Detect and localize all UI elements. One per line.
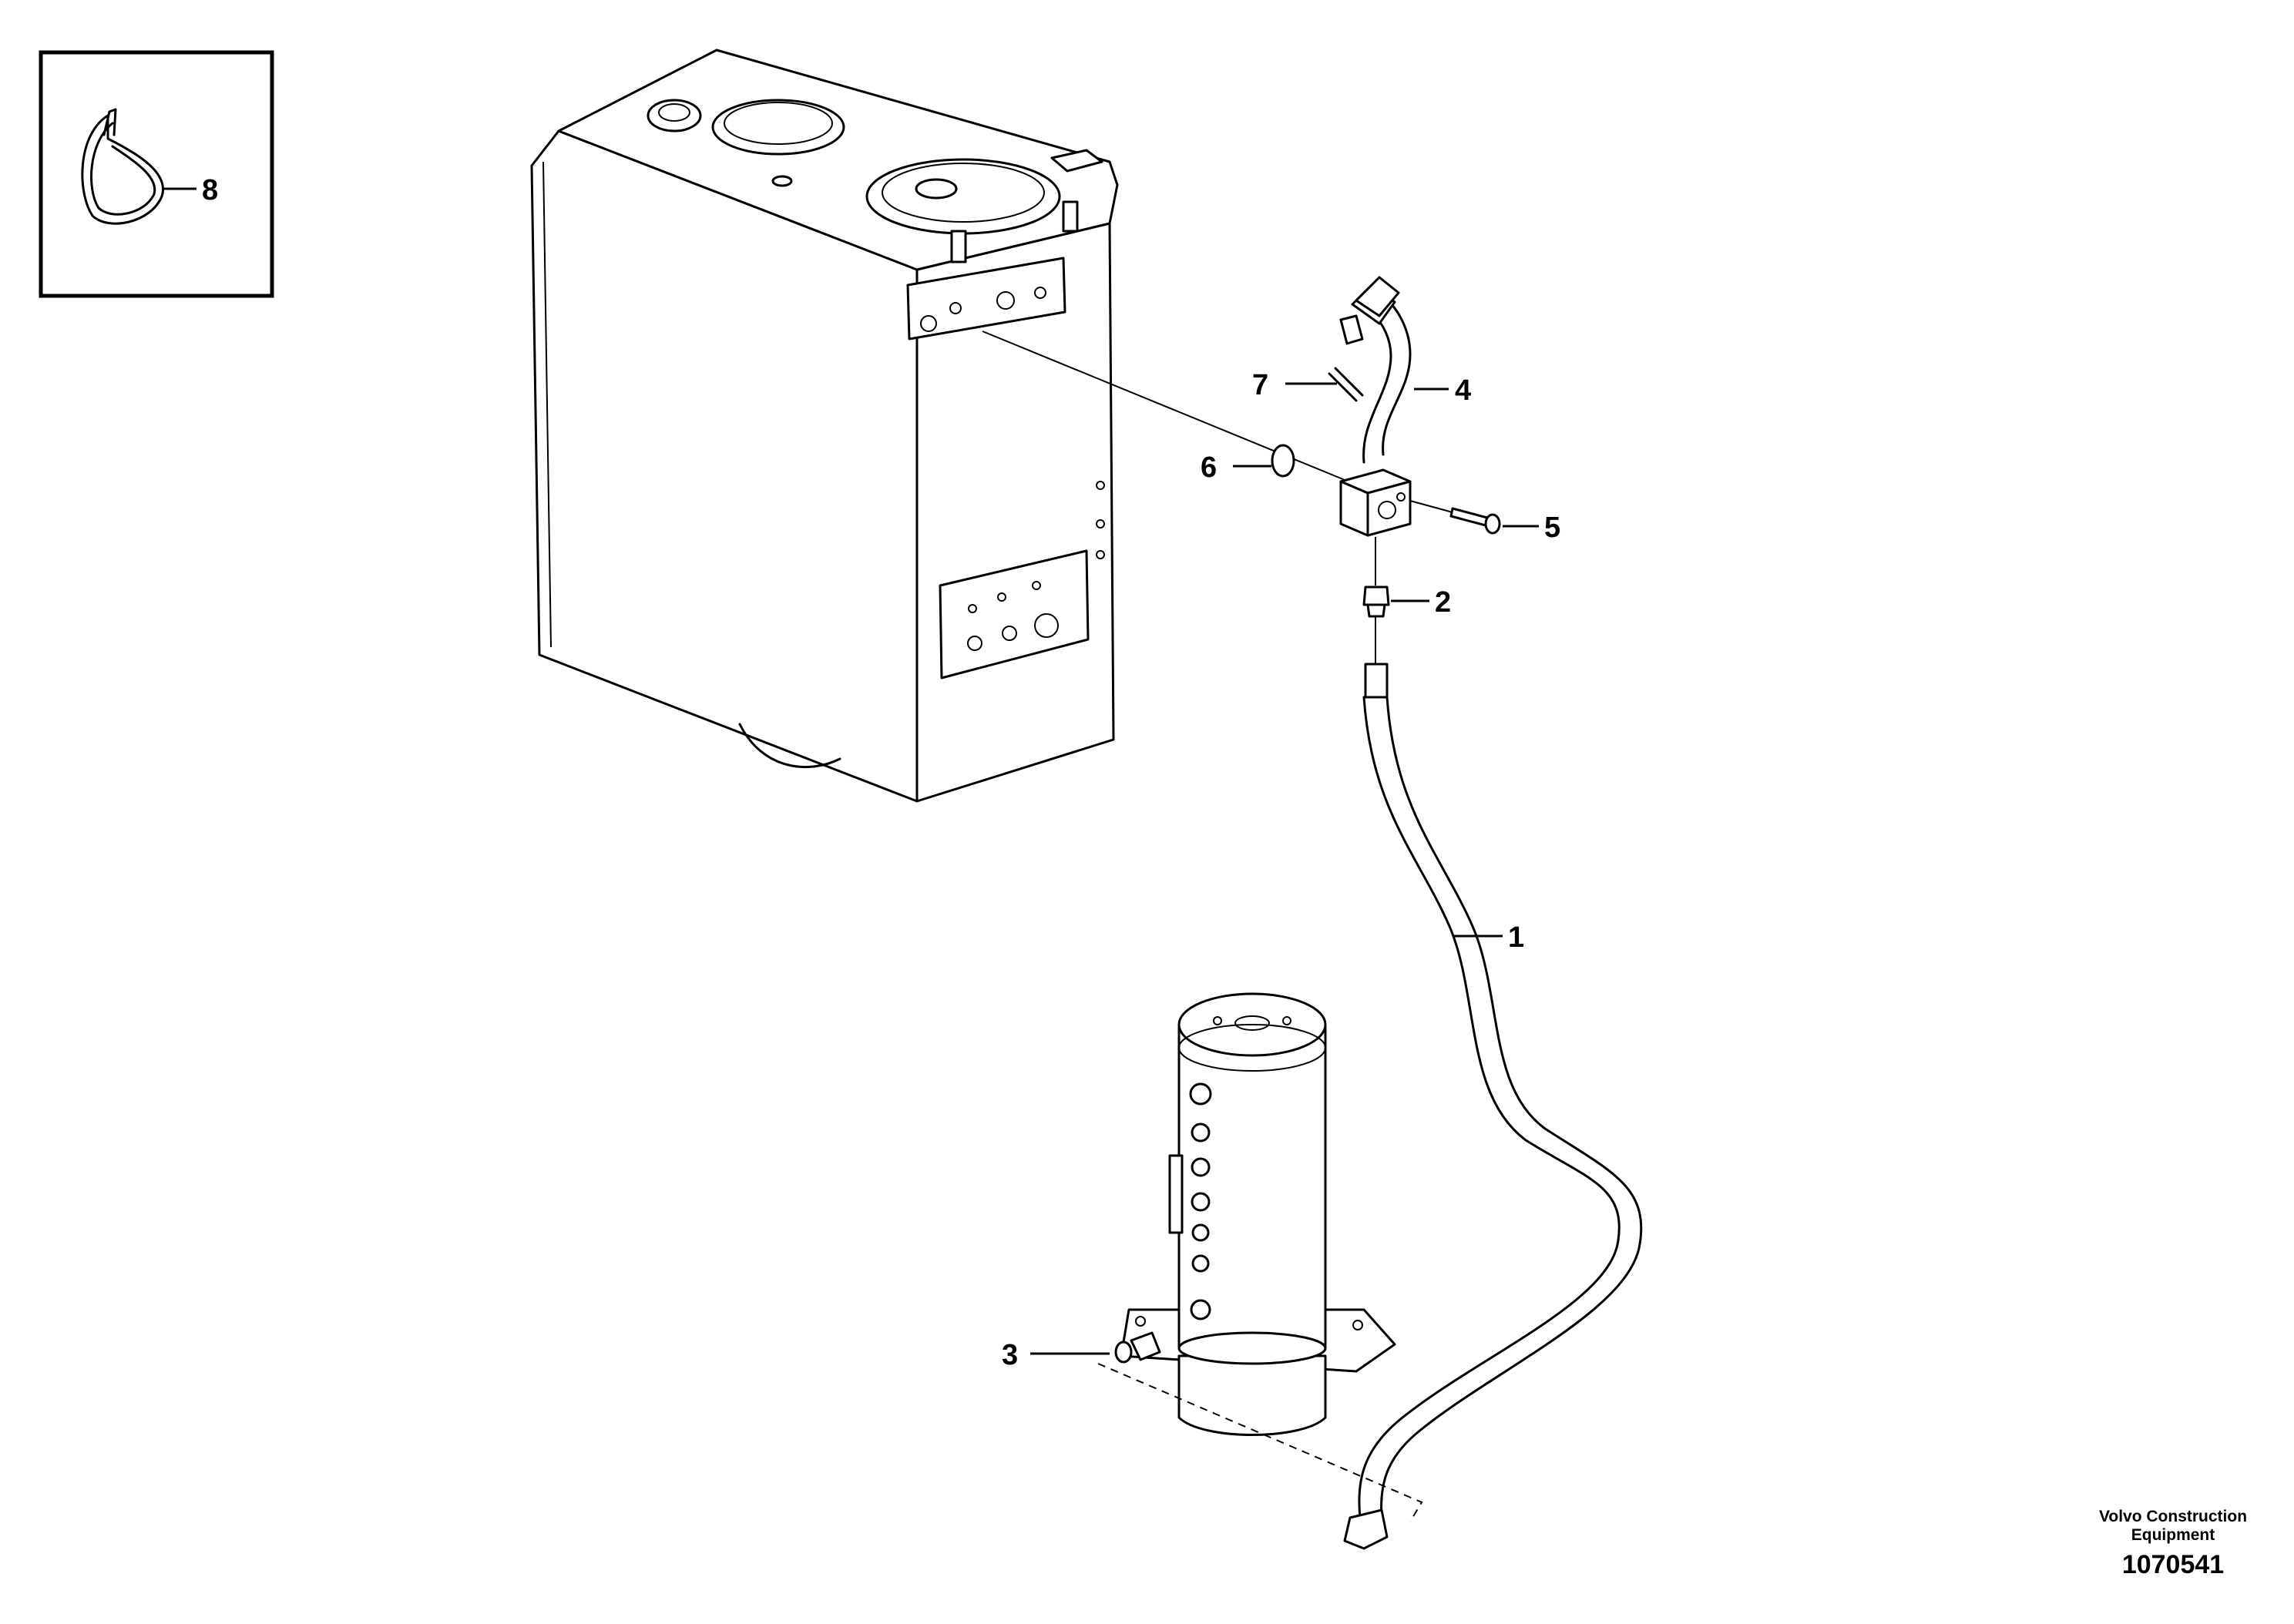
o-ring-icon [1271,444,1295,478]
brand-line-2: Equipment [2131,1526,2215,1544]
callout-8: 8 [202,174,218,206]
nipple-part-lower [1114,1331,1161,1364]
drawing-number: 1070541 [2121,1550,2225,1579]
dashed-connection-line [1097,1363,1423,1522]
callout-6: 6 [1201,451,1217,484]
tank-lid-small [711,99,845,156]
pipe-part [1339,276,1412,464]
cable-tie-icon [1328,367,1364,402]
brand-line-1: Volvo Construction [2098,1508,2248,1525]
hose-end-lower [1343,1508,1389,1550]
nipple-part-upper [1362,586,1390,618]
swivel-joint [1120,992,1396,1436]
cable-tie-loop-icon [81,108,164,225]
callout-1: 1 [1508,921,1524,954]
hose-end-upper [1364,663,1389,699]
callout-4: 4 [1455,374,1471,407]
block-fitting [1339,468,1412,537]
hydraulic-tank [530,49,1119,803]
tank-port-plate [906,257,1066,341]
tank-lower-plate [939,549,1090,679]
callout-7: 7 [1252,369,1268,401]
callout-3: 3 [1002,1339,1018,1371]
screw-part [1409,500,1501,535]
inset-detail-box: 8 [39,50,274,298]
hose-part [1343,663,1643,1550]
callout-2: 2 [1435,586,1451,619]
callout-5: 5 [1544,512,1560,544]
